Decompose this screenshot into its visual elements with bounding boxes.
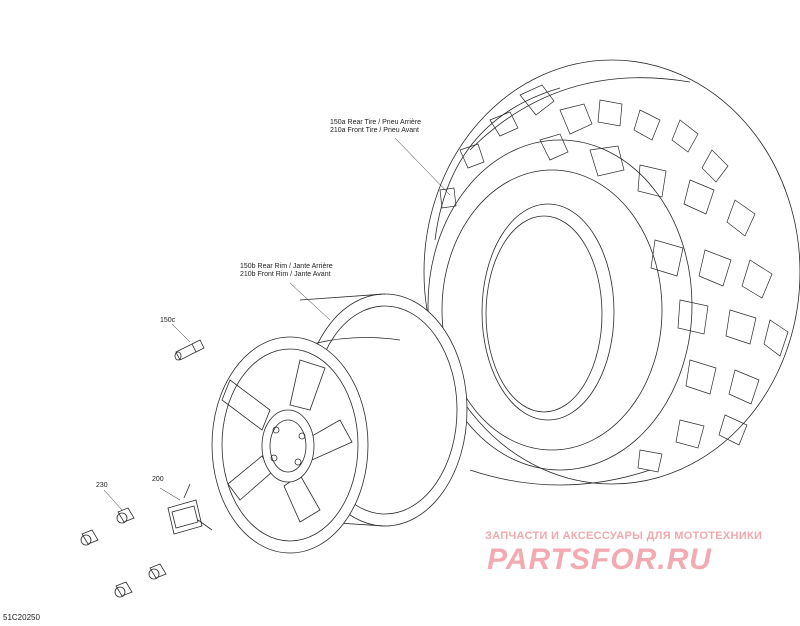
leader-lines bbox=[289, 137, 451, 321]
nut-callout: 230 bbox=[96, 482, 108, 489]
watermark-subtitle: ЗАПЧАСТИ И АКСЕССУАРЫ ДЛЯ МОТОТЕХНИКИ bbox=[485, 530, 763, 542]
valve-stem-drawing bbox=[171, 323, 205, 361]
cap-callout: 200 bbox=[152, 476, 164, 483]
tire-callout-line2: 210a Front Tire / Pneu Avant bbox=[330, 127, 419, 134]
valve-callout: 150c bbox=[160, 317, 176, 324]
center-cap-drawing bbox=[159, 483, 213, 535]
tire-drawing bbox=[423, 59, 800, 486]
rim-callout-line1: 150b Rear Rim / Jante Arrière bbox=[240, 263, 333, 270]
lug-nuts-drawing bbox=[80, 489, 167, 598]
tire-callout-line1: 150a Rear Tire / Pneu Arrière bbox=[330, 119, 422, 126]
tire-callout: 150a Rear Tire / Pneu Arrière 210a Front… bbox=[330, 119, 421, 135]
figure-code: 51C20250 bbox=[3, 613, 40, 622]
rim-callout: 150b Rear Rim / Jante Arrière 210b Front… bbox=[240, 263, 333, 279]
rim-callout-line2: 210b Front Rim / Jante Avant bbox=[240, 271, 331, 278]
watermark-logo: PARTSFOR.RU bbox=[487, 543, 712, 576]
rim-drawing bbox=[211, 293, 468, 554]
